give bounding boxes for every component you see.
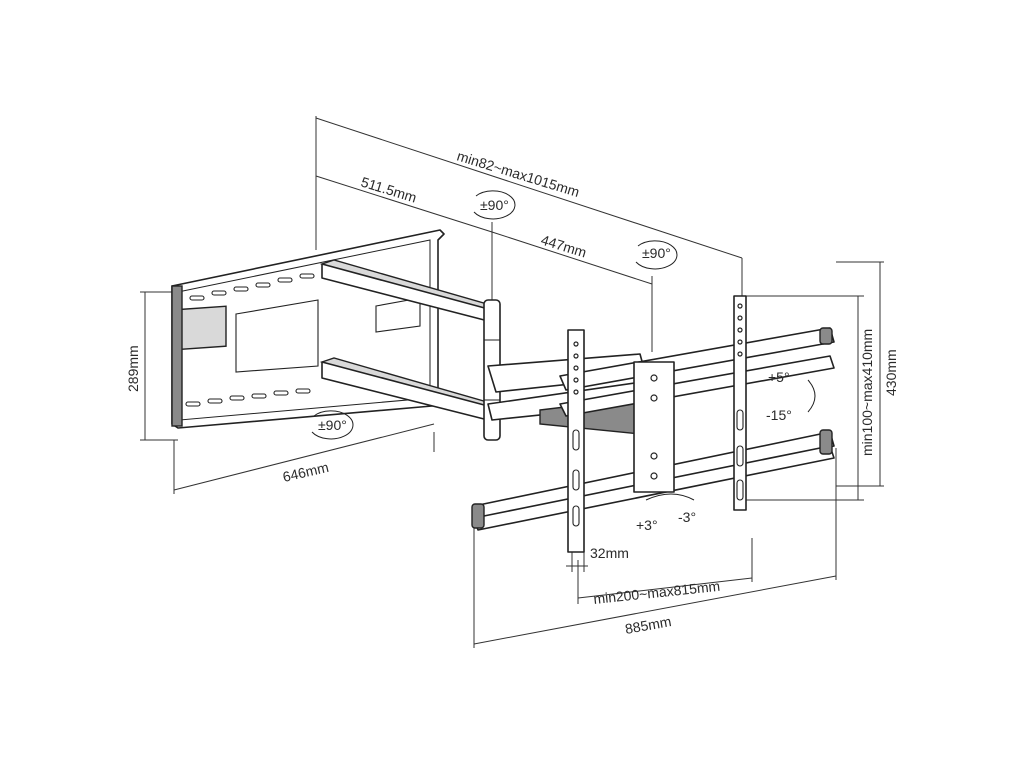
wall-plate-height-label: 289mm (125, 345, 141, 392)
total-height-label: 430mm (883, 349, 899, 396)
rotation-arrows (311, 190, 816, 501)
dimension-lines (140, 116, 884, 648)
tilt-down-label: -15° (766, 407, 792, 423)
horizontal-vesa-label: min200~max815mm (593, 578, 721, 607)
overall-depth-label: min82~max1015mm (455, 148, 581, 201)
total-width-label: 885mm (624, 613, 673, 637)
angle-labels: ±90° ±90° ±90° +5° -15° +3° -3° (318, 197, 792, 533)
tv-bracket (471, 295, 835, 553)
arm1-length-label: 511.5mm (359, 174, 419, 206)
vertical-vesa-label: min100~max410mm (859, 329, 875, 456)
level-plus-label: +3° (636, 517, 658, 533)
arm-joint-swivel-label: ±90° (480, 197, 509, 213)
wall-swivel-label: ±90° (318, 417, 347, 433)
wall-plate-width-label: 646mm (281, 459, 330, 485)
arm2-length-label: 447mm (539, 232, 588, 261)
bracket-offset-label: 32mm (590, 545, 629, 561)
wall-plate-slots (185, 273, 315, 407)
bracket-holes (572, 303, 744, 527)
head-swivel-label: ±90° (642, 245, 671, 261)
level-minus-label: -3° (678, 509, 696, 525)
tilt-up-label: +5° (768, 369, 790, 385)
arm-assembly (319, 259, 647, 441)
